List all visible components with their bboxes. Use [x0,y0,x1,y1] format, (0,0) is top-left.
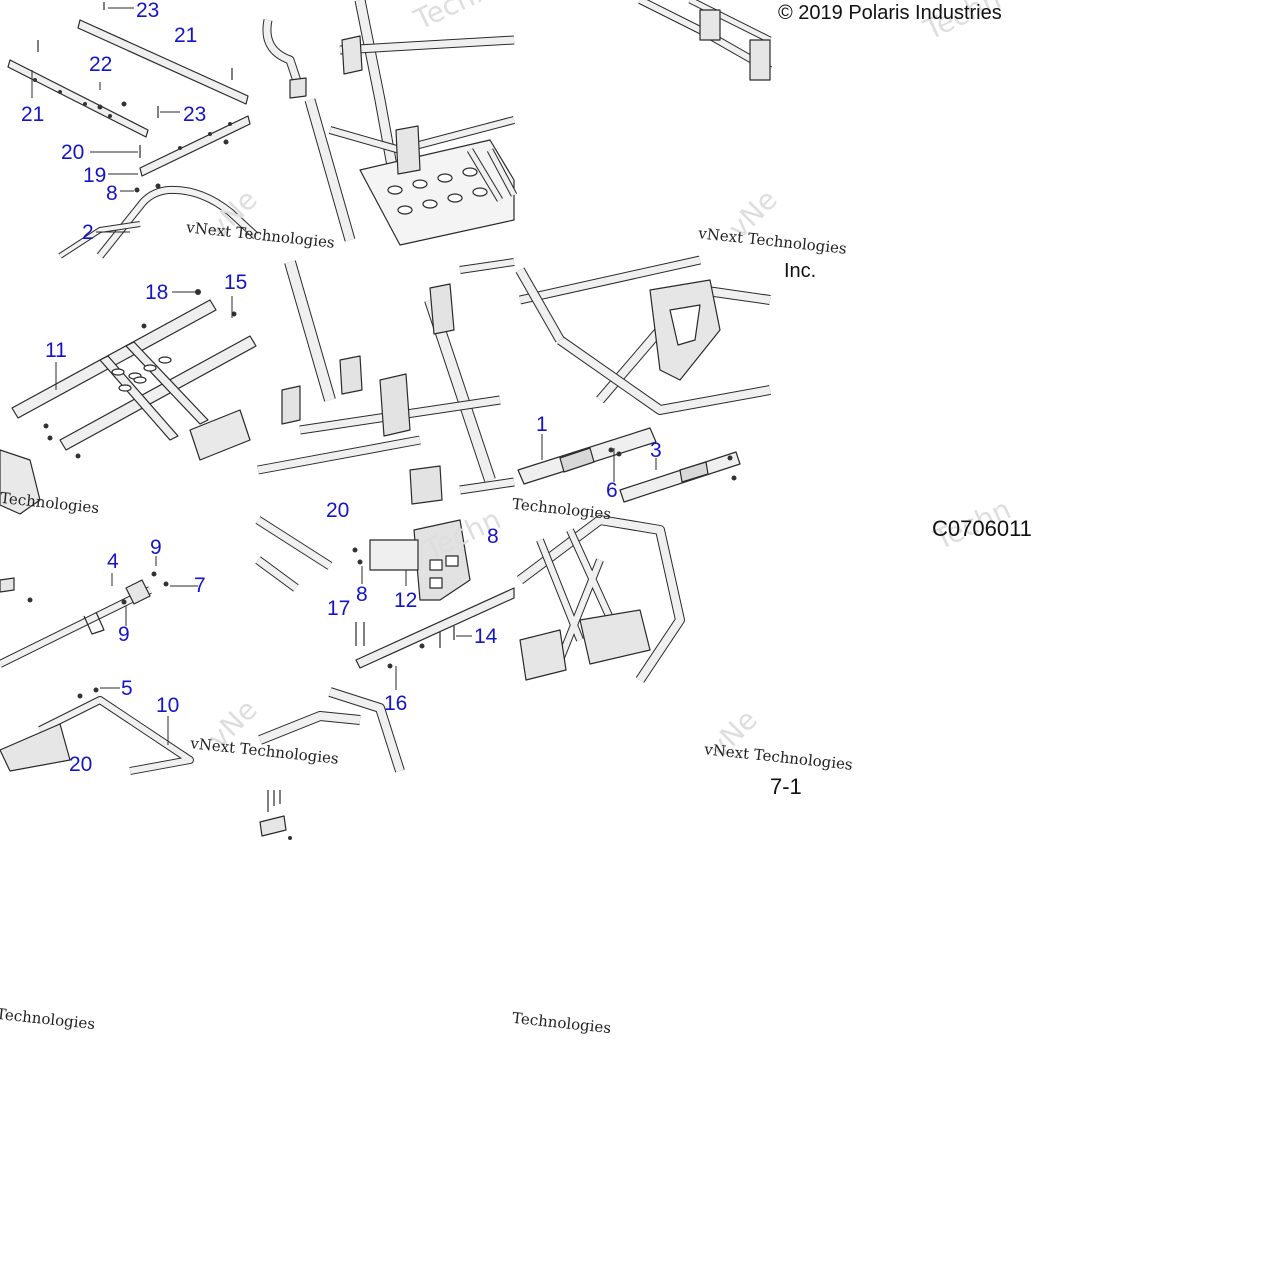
tile-middle-left [0,289,257,515]
diagram-code: C0706011 [932,516,1032,541]
callout-21: 21 [21,103,45,126]
callout-4: 4 [107,550,119,573]
svg-text:Techn: Techn [408,0,496,37]
callout-15: 15 [224,271,248,294]
callout-3: 3 [650,439,662,462]
tile-top-right [638,0,772,81]
callout-2: 2 [82,221,94,244]
callout-20: 20 [69,753,93,776]
tile-lower-center [259,790,292,840]
callout-20: 20 [61,141,85,164]
callout-11: 11 [45,339,67,362]
callout-22: 22 [89,53,113,76]
callout-17: 17 [327,597,351,620]
callout-23: 23 [136,0,160,22]
tile-center [257,258,515,505]
callout-5: 5 [121,677,133,700]
callout-8: 8 [487,525,499,548]
tile-middle-right [515,255,771,503]
callout-12: 12 [394,589,418,612]
callout-8: 8 [106,182,118,205]
tile-bottom-left [0,556,198,775]
callout-9: 9 [118,623,130,646]
tile-top-center [262,0,518,246]
tile-top-left [7,2,259,259]
callout-20: 20 [326,499,350,522]
callout-16: 16 [384,692,408,715]
callout-1: 1 [536,413,548,436]
page-reference: 7-1 [770,774,802,799]
callout-14: 14 [474,625,498,648]
callout-23: 23 [183,103,207,126]
copyright-text: © 2019 Polaris Industries [778,2,1002,24]
copyright-suffix: Inc. [784,260,817,282]
callout-21: 21 [174,24,198,47]
callout-10: 10 [156,694,180,717]
callout-9: 9 [150,536,162,559]
tile-bottom-right [517,515,685,683]
callout-8: 8 [356,583,368,606]
callout-18: 18 [145,281,169,304]
tile-bottom-center [255,516,515,773]
callout-6: 6 [606,479,618,502]
callout-7: 7 [194,574,206,597]
callout-19: 19 [83,164,107,187]
